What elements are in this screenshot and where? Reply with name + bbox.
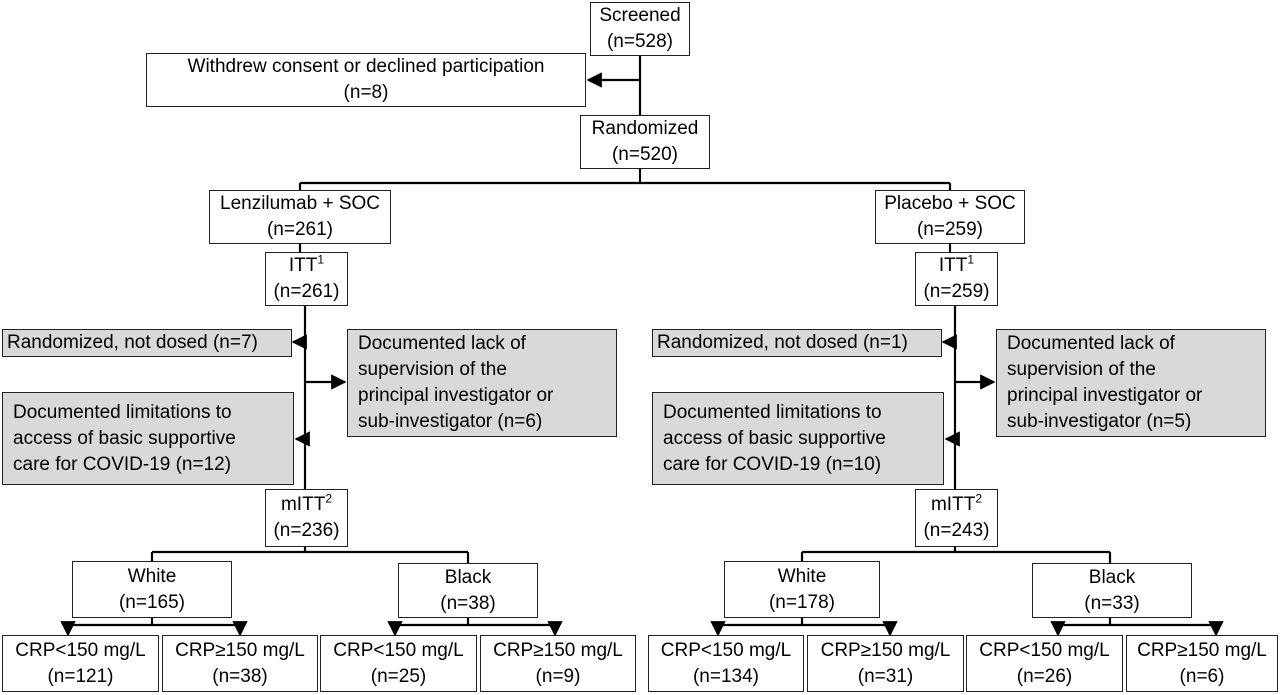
crp-label: CRP<150 mg/L — [15, 639, 146, 661]
black-count: (n=38) — [440, 592, 496, 614]
mitt-box-lenzilumab: mITT2 (n=236) — [265, 489, 348, 547]
crp-low-black-lenzilumab: CRP<150 mg/L (n=25) — [320, 635, 477, 692]
itt-label: ITT1 — [938, 252, 975, 276]
mitt-count: (n=236) — [273, 520, 340, 541]
arm-label: Placebo + SOC — [884, 193, 1016, 214]
white-count: (n=165) — [118, 591, 186, 613]
not-dosed-box-lenzilumab: Randomized, not dosed (n=7) — [2, 329, 292, 357]
withdrew-label: Withdrew consent or declined participati… — [187, 56, 545, 77]
randomized-box: Randomized (n=520) — [580, 115, 710, 169]
itt-label: ITT1 — [288, 252, 325, 276]
crp-count: (n=9) — [535, 665, 581, 687]
crp-count: (n=121) — [47, 665, 114, 687]
black-label: Black — [444, 566, 492, 588]
lenzilumab-arm-box: Lenzilumab + SOC (n=261) — [209, 190, 391, 244]
withdrew-box: Withdrew consent or declined participati… — [146, 53, 586, 107]
itt-count: (n=259) — [923, 281, 990, 302]
crp-count: (n=25) — [370, 665, 427, 687]
not-dosed-text: Randomized, not dosed (n=7) — [7, 332, 258, 353]
crp-high-white-placebo: CRP≥150 mg/L (n=31) — [807, 635, 964, 692]
lack-supervision-box-placebo: Documented lack of supervision of the pr… — [996, 329, 1266, 437]
crp-count: (n=6) — [1179, 665, 1225, 687]
crp-low-white-lenzilumab: CRP<150 mg/L (n=121) — [2, 635, 159, 692]
crp-low-black-placebo: CRP<150 mg/L (n=26) — [966, 635, 1123, 692]
black-count: (n=33) — [1084, 592, 1140, 614]
randomized-label: Randomized — [591, 118, 699, 139]
white-count: (n=178) — [768, 591, 836, 613]
mitt-count: (n=243) — [923, 520, 990, 541]
mitt-label: mITT2 — [280, 491, 332, 515]
arm-count: (n=259) — [916, 219, 984, 240]
mitt-label: mITT2 — [930, 491, 982, 515]
arm-label: Lenzilumab + SOC — [220, 193, 380, 214]
not-dosed-text: Randomized, not dosed (n=1) — [657, 332, 908, 353]
crp-count: (n=134) — [692, 665, 760, 687]
mitt-box-placebo: mITT2 (n=243) — [915, 489, 998, 547]
crp-label: CRP≥150 mg/L — [175, 639, 305, 661]
black-label: Black — [1088, 566, 1136, 588]
crp-label: CRP<150 mg/L — [979, 639, 1110, 661]
randomized-count: (n=520) — [611, 144, 679, 165]
crp-low-white-placebo: CRP<150 mg/L (n=134) — [648, 635, 804, 692]
crp-count: (n=31) — [857, 665, 914, 687]
crp-label: CRP≥150 mg/L — [820, 639, 951, 661]
itt-count: (n=261) — [273, 281, 340, 302]
itt-box-placebo: ITT1 (n=259) — [915, 252, 998, 306]
not-dosed-box-placebo: Randomized, not dosed (n=1) — [652, 329, 942, 357]
screened-count: (n=528) — [606, 31, 674, 52]
screened-box: Screened (n=528) — [590, 2, 690, 56]
crp-high-black-placebo: CRP≥150 mg/L (n=6) — [1126, 635, 1278, 692]
limitations-box-placebo: Documented limitations to access of basi… — [652, 392, 944, 485]
lack-supervision-text: Documented lack of supervision of the pr… — [358, 333, 554, 432]
crp-label: CRP<150 mg/L — [333, 639, 464, 661]
crp-label: CRP≥150 mg/L — [1137, 639, 1267, 661]
screened-label: Screened — [599, 5, 681, 26]
white-box-placebo: White (n=178) — [724, 561, 880, 618]
crp-count: (n=26) — [1016, 665, 1073, 687]
crp-high-black-lenzilumab: CRP≥150 mg/L (n=9) — [480, 635, 636, 692]
itt-box-lenzilumab: ITT1 (n=261) — [265, 252, 348, 306]
crp-label: CRP<150 mg/L — [660, 639, 792, 661]
arm-count: (n=261) — [266, 219, 334, 240]
black-box-placebo: Black (n=33) — [1032, 563, 1192, 618]
crp-high-white-lenzilumab: CRP≥150 mg/L (n=38) — [162, 635, 318, 692]
placebo-arm-box: Placebo + SOC (n=259) — [875, 190, 1025, 244]
limitations-text: Documented limitations to access of basi… — [663, 401, 886, 475]
lack-supervision-box-lenzilumab: Documented lack of supervision of the pr… — [347, 329, 617, 437]
limitations-text: Documented limitations to access of basi… — [13, 401, 236, 475]
white-label: White — [127, 565, 177, 587]
white-box-lenzilumab: White (n=165) — [72, 561, 232, 618]
lack-supervision-text: Documented lack of supervision of the pr… — [1007, 333, 1203, 432]
crp-count: (n=38) — [212, 665, 268, 687]
withdrew-count: (n=8) — [343, 82, 389, 103]
white-label: White — [777, 565, 827, 587]
black-box-lenzilumab: Black (n=38) — [398, 563, 538, 618]
crp-label: CRP≥150 mg/L — [493, 639, 623, 661]
limitations-box-lenzilumab: Documented limitations to access of basi… — [2, 392, 294, 485]
